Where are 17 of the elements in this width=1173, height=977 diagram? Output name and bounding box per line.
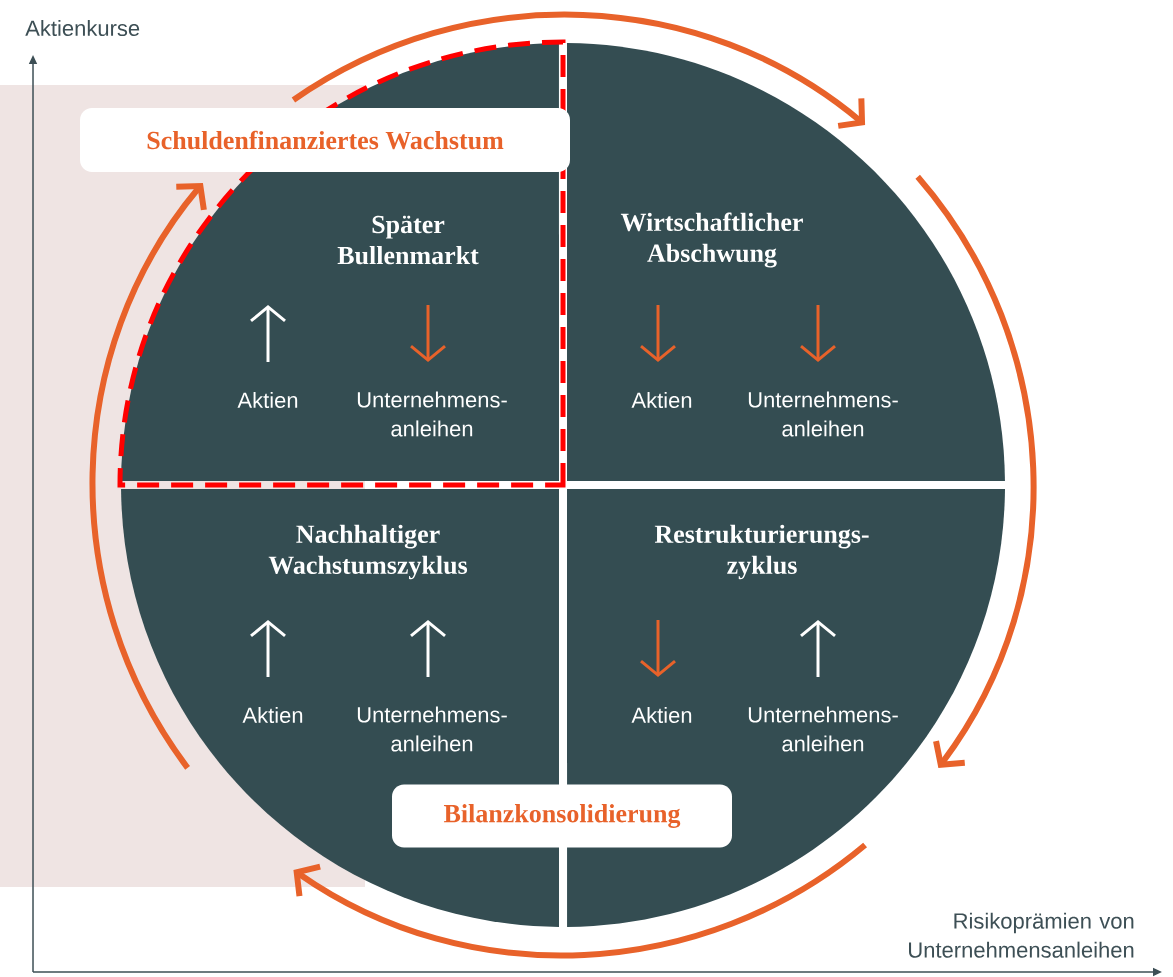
- asset-label: Aktien: [631, 391, 692, 409]
- asset-label: Unternehmens- anleihen: [357, 391, 507, 437]
- phase-label: Bilanzkonsolidierung: [392, 784, 732, 848]
- quadrant-title: Später Bullenmarkt: [337, 215, 479, 265]
- quadrant-title: Restrukturierungs- zyklus: [654, 524, 869, 580]
- asset-label: Unternehmens- anleihen: [748, 706, 898, 752]
- axis-label: Risikoprämien von Unternehmensanleihen: [909, 912, 1134, 958]
- axis-label: Aktienkurse: [25, 19, 140, 37]
- phase-label: Schuldenfinanziertes Wachstum: [80, 108, 570, 172]
- asset-label: Unternehmens- anleihen: [357, 706, 507, 752]
- asset-label: Aktien: [631, 706, 692, 724]
- asset-label: Unternehmens- anleihen: [748, 391, 898, 437]
- asset-label: Aktien: [237, 391, 298, 409]
- quadrant-title: Wirtschaftlicher Abschwung: [620, 212, 803, 268]
- quadrant: [567, 43, 1005, 481]
- quadrant-title: Nachhaltiger Wachstumszyklus: [268, 524, 468, 580]
- asset-label: Aktien: [242, 706, 303, 724]
